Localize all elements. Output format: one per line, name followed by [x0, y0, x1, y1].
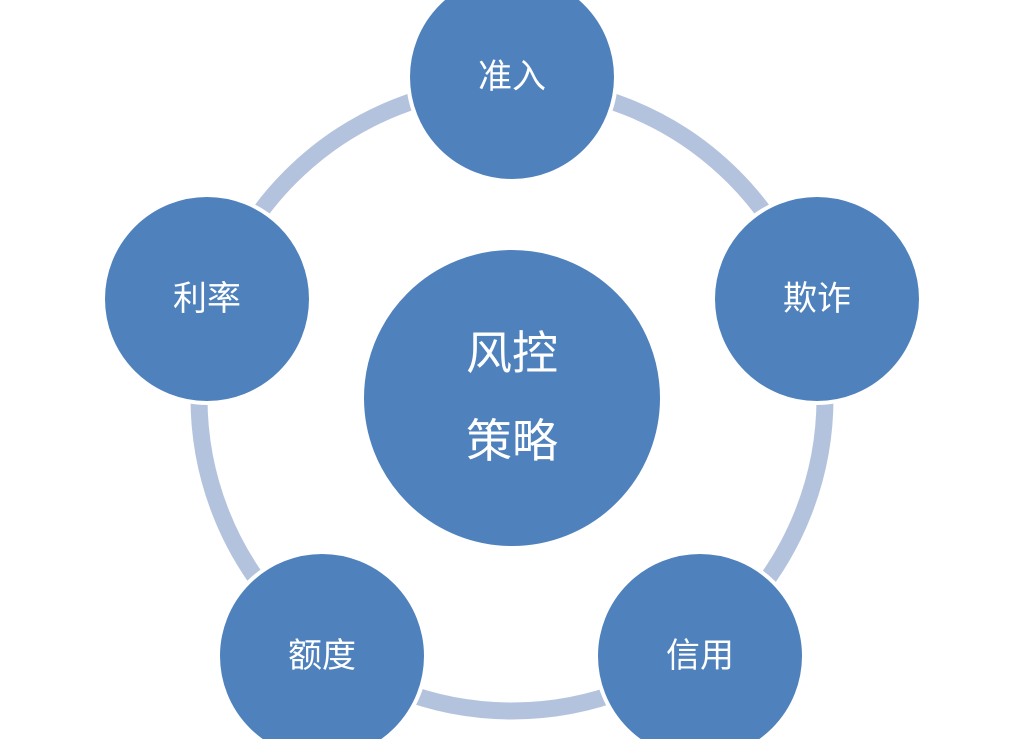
- node-interest-circle: [101, 193, 313, 405]
- node-credit: 信用: [594, 550, 806, 739]
- node-interest-label: 利率: [173, 279, 241, 319]
- node-credit-circle: [594, 550, 806, 739]
- node-admission: 准入: [406, 0, 618, 183]
- node-limit-label: 额度: [288, 636, 356, 676]
- node-credit-label: 信用: [666, 636, 734, 676]
- node-interest: 利率: [101, 193, 313, 405]
- node-fraud-circle: [711, 193, 923, 405]
- node-limit-circle: [216, 550, 428, 739]
- node-admission-circle: [406, 0, 618, 183]
- node-fraud-label: 欺诈: [783, 279, 851, 319]
- node-limit: 额度: [216, 550, 428, 739]
- center-node: 风控 策略: [360, 246, 664, 550]
- center-circle: [360, 246, 664, 550]
- node-admission-label: 准入: [478, 57, 546, 97]
- center-label-line2: 策略: [466, 414, 558, 468]
- node-fraud: 欺诈: [711, 193, 923, 405]
- center-label-line1: 风控: [466, 326, 558, 380]
